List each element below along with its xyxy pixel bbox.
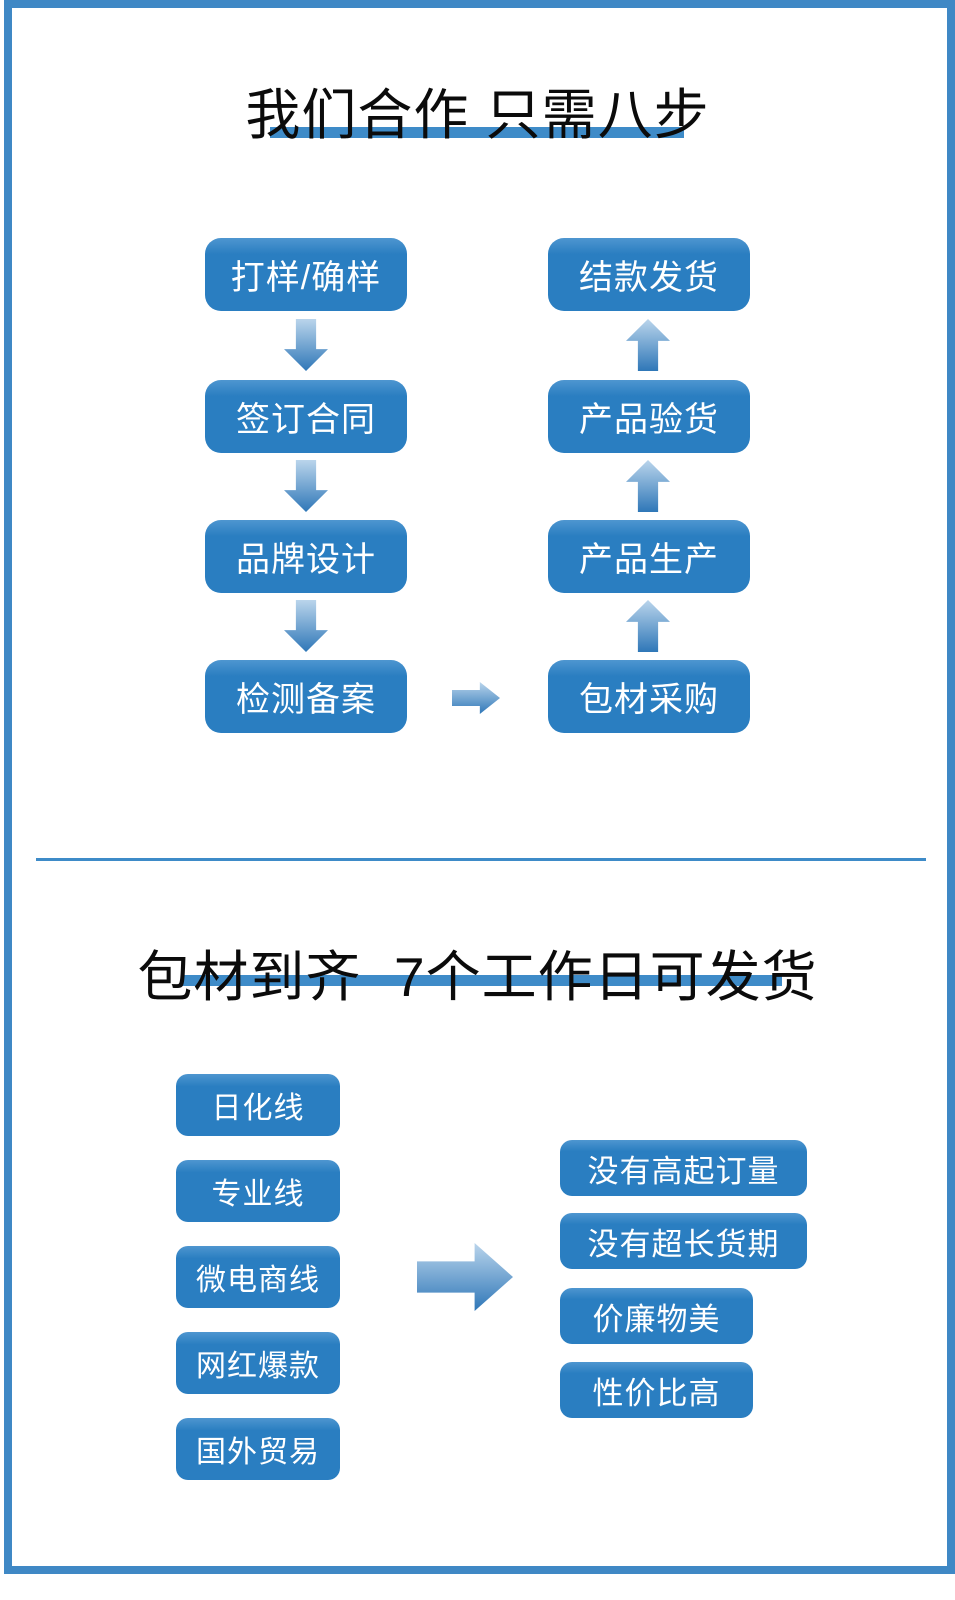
flow-step-payment-shipping: 结款发货: [548, 238, 750, 311]
benefit-no-long-leadtime: 没有超长货期: [560, 1213, 807, 1269]
flow-step-brand-design: 品牌设计: [205, 520, 407, 593]
line-foreign-trade: 国外贸易: [176, 1418, 340, 1480]
line-daily-chemical: 日化线: [176, 1074, 340, 1136]
line-micro-ecommerce: 微电商线: [176, 1246, 340, 1308]
line-professional: 专业线: [176, 1160, 340, 1222]
benefit-good-value: 价廉物美: [560, 1288, 753, 1344]
benefit-no-high-moq: 没有高起订量: [560, 1140, 807, 1196]
cooperation-title: 我们合作 只需八步: [245, 84, 710, 146]
flow-step-test-filing: 检测备案: [205, 660, 407, 733]
section-divider: [36, 858, 926, 861]
delivery-title: 包材到齐 7个工作日可发货: [137, 946, 818, 1008]
benefit-cost-effective: 性价比高: [560, 1362, 753, 1418]
flow-step-sample-confirm: 打样/确样: [205, 238, 407, 311]
line-influencer-hit: 网红爆款: [176, 1332, 340, 1394]
flow-step-product-inspection: 产品验货: [548, 380, 750, 453]
flow-step-packaging-purchase: 包材采购: [548, 660, 750, 733]
page-frame: [4, 0, 955, 1574]
delivery-title-underline: [182, 975, 782, 986]
flow-step-production: 产品生产: [548, 520, 750, 593]
flow-step-sign-contract: 签订合同: [205, 380, 407, 453]
cooperation-title-underline: [270, 127, 684, 138]
